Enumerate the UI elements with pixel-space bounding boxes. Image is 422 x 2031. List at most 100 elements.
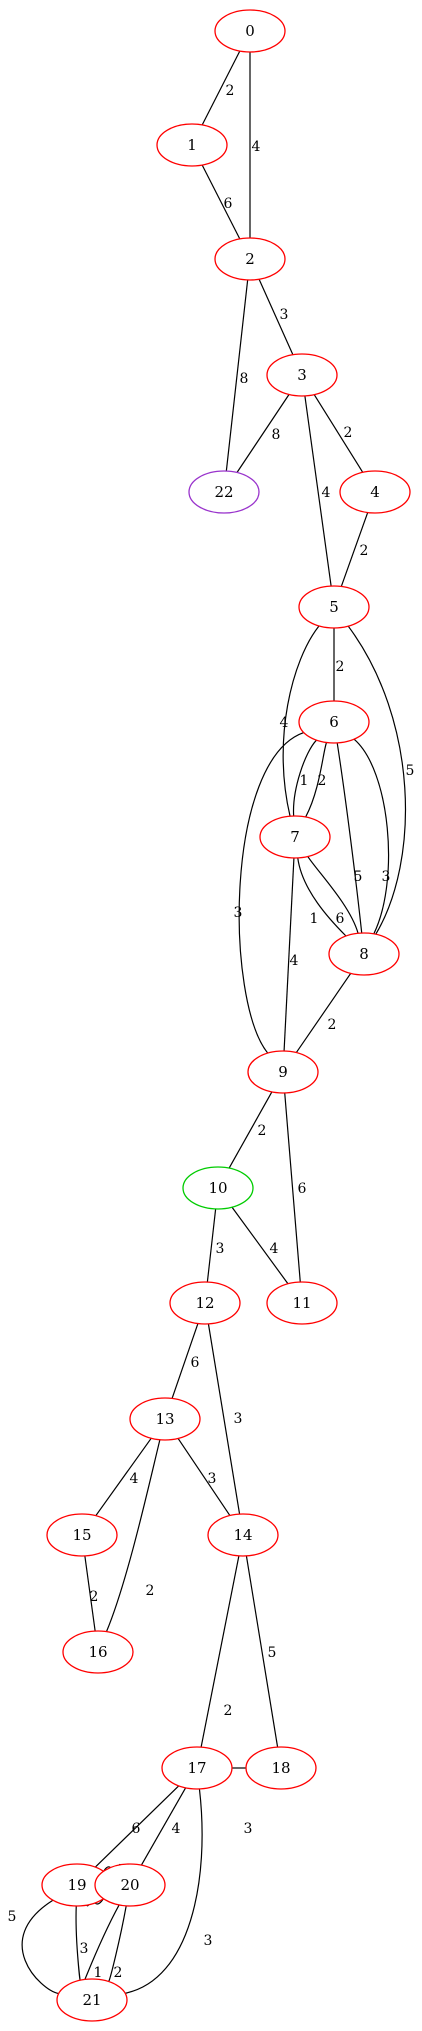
edge-line [84,1904,120,1981]
edge-3-5: 4 [304,395,332,587]
node-label: 7 [290,828,300,846]
edge-line [283,857,295,1052]
node-label: 2 [245,250,255,268]
edge-4-5: 2 [340,512,368,587]
edge-5-8: 5 [347,625,415,935]
node-label: 8 [359,945,369,963]
edge-line [201,50,241,126]
edge-line [295,973,352,1053]
node-label: 15 [72,1526,91,1544]
edge-line [225,279,249,472]
edge-weight-label: 8 [272,427,281,443]
edge-7-8: 1 [297,857,347,937]
node-label: 16 [88,1643,107,1661]
node-ellipse [182,1166,254,1210]
node-22: 22 [188,470,260,514]
edge-weight-label: 2 [336,659,345,675]
edge-13-16: 2 [105,1439,161,1632]
edge-12-14: 3 [207,1323,242,1515]
edge-19-21: 5 [8,1899,59,1995]
node-label: 19 [67,1876,86,1894]
edge-line [125,1788,203,1994]
edge-line [307,856,359,934]
edge-line [282,625,320,817]
node-ellipse [129,1397,201,1441]
edge-line [177,1438,231,1516]
edge-weight-label: 4 [280,715,289,731]
edge-weight-label: 6 [298,1181,307,1197]
node-label: 1 [187,136,197,154]
node-ellipse [247,1050,319,1094]
node-ellipse [188,470,260,514]
edge-line [201,164,241,240]
node-ellipse [62,1630,134,1674]
node-16: 16 [62,1630,134,1674]
edge-weight-label: 1 [310,911,319,927]
node-12: 12 [169,1281,241,1325]
node-15: 15 [46,1513,118,1557]
edge-weight-label: 6 [224,196,233,212]
edge-0-1: 2 [201,50,241,126]
node-ellipse [161,1746,233,1790]
node-label: 3 [297,366,307,384]
edge-line [305,742,328,818]
edge-17-20: 4 [140,1787,187,1866]
edge-9-11: 6 [284,1092,307,1283]
node-label: 5 [329,598,339,616]
edge-weight-label: 2 [258,1123,267,1139]
node-11: 11 [266,1281,338,1325]
edge-10-12: 3 [206,1208,224,1283]
edge-line [140,1787,187,1866]
edge-3-4: 2 [313,394,364,473]
node-7: 7 [259,815,331,859]
edge-weight-label: 3 [280,307,289,323]
edge-line [236,394,290,473]
edge-2-22: 8 [225,279,249,472]
edge-line [284,1092,301,1283]
edge-weight-label: 5 [268,1645,277,1661]
node-ellipse [214,9,286,53]
edge-weight-label: 8 [240,371,249,387]
node-label: 22 [214,483,233,501]
edge-20-21: 2 [108,1905,127,1982]
edge-3-22: 8 [236,394,290,473]
node-label: 4 [370,483,380,501]
edge-6-8: 3 [353,738,390,935]
node-label: 9 [278,1063,288,1081]
node-17: 17 [161,1746,233,1790]
edge-line [171,1323,199,1399]
edge-line [75,1905,81,1981]
edge-5-6: 2 [333,628,345,701]
node-ellipse [214,237,286,281]
edge-10-11: 4 [231,1206,289,1285]
edge-14-17: 2 [200,1555,240,1748]
edge-weight-label: 3 [208,1471,217,1487]
edge-weight-label: 5 [8,1909,17,1925]
edge-line [84,1555,96,1632]
node-ellipse [169,1281,241,1325]
node-ellipse [245,1746,317,1790]
edge-weight-label: 6 [336,911,345,927]
node-ellipse [207,1513,279,1557]
edge-line [292,739,317,817]
edge-weight-label: 2 [146,1583,155,1599]
edge-weight-label: 4 [290,953,299,969]
edge-line [297,857,347,937]
edge-line [347,625,407,935]
node-ellipse [259,815,331,859]
edge-weight-label: 4 [322,485,331,501]
node-5: 5 [298,585,370,629]
edge-weight-label: 5 [406,763,415,779]
edge-17-19: 6 [94,1785,180,1868]
edge-7-9: 4 [283,857,299,1052]
node-ellipse [46,1513,118,1557]
edge-15-16: 2 [84,1555,98,1632]
edge-weight-label: 4 [130,1471,139,1487]
node-ellipse [298,700,370,744]
edge-line [207,1323,241,1515]
edge-6-9: 3 [234,731,304,1054]
edge-line [258,279,294,355]
node-ellipse [156,123,228,167]
node-18: 18 [245,1746,317,1790]
